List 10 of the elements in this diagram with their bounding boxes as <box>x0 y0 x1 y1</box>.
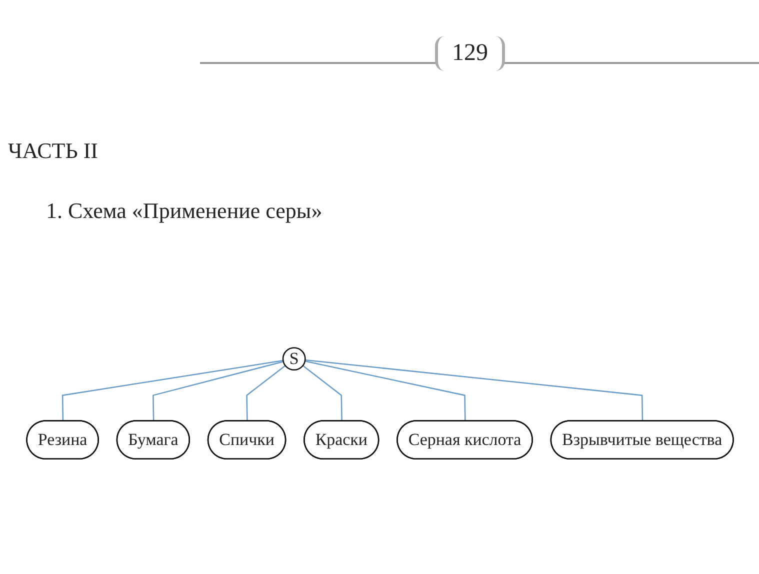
connector <box>302 365 342 422</box>
node-circle: S <box>282 347 306 371</box>
connector <box>62 360 284 422</box>
page-number: 129 <box>435 36 505 71</box>
connector <box>152 360 284 422</box>
connector <box>304 360 466 422</box>
connector <box>246 365 286 422</box>
section-heading: ЧАСТЬ II <box>8 138 98 164</box>
connector <box>305 359 644 422</box>
task-heading: 1. Схема «Применение серы» <box>46 198 322 224</box>
